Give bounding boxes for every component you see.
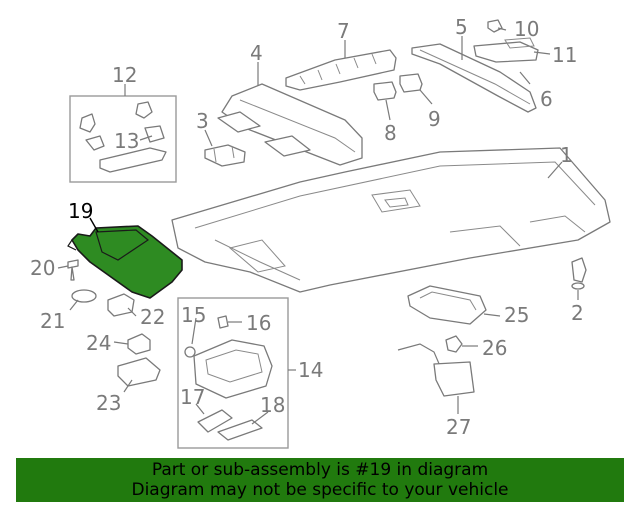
part-2-clip[interactable] [571, 257, 587, 290]
callout-labels: 1 2 3 4 5 6 7 8 9 10 11 12 13 14 15 16 1… [30, 15, 584, 439]
callout-19[interactable]: 19 [68, 199, 93, 223]
callout-1[interactable]: 1 [560, 143, 573, 167]
callout-27[interactable]: 27 [446, 415, 471, 439]
callout-23[interactable]: 23 [96, 391, 121, 415]
callout-20[interactable]: 20 [30, 256, 55, 280]
part-1-headliner[interactable] [171, 147, 611, 293]
callout-12[interactable]: 12 [112, 63, 137, 87]
part-24-lamp[interactable] [127, 333, 151, 355]
part-19-sun-visor[interactable] [67, 225, 183, 299]
part-27-harness[interactable] [397, 343, 475, 397]
part-12-assist-grip-box[interactable] [69, 95, 177, 183]
part-3-clip[interactable] [204, 144, 246, 167]
part-9-pad[interactable] [399, 73, 423, 93]
callout-6[interactable]: 6 [540, 87, 553, 111]
part-20-screw[interactable] [67, 259, 79, 281]
part-26-bulb[interactable] [445, 335, 463, 353]
part-4-roof-panel[interactable] [217, 83, 363, 166]
part-22-holder[interactable] [107, 293, 135, 317]
leader-lines [57, 27, 579, 425]
callout-26[interactable]: 26 [482, 336, 507, 360]
part-7-rail[interactable] [285, 49, 397, 91]
part-23-bracket[interactable] [117, 357, 161, 387]
parts-diagram: 1 2 3 4 5 6 7 8 9 10 11 12 13 14 15 16 1… [30, 15, 611, 449]
callout-7[interactable]: 7 [337, 19, 350, 43]
callout-2[interactable]: 2 [571, 301, 584, 325]
part-8-pad[interactable] [373, 81, 397, 101]
part-5-rail[interactable] [411, 43, 537, 113]
callout-11[interactable]: 11 [552, 43, 577, 67]
part-14-map-lamp-box[interactable] [177, 297, 289, 449]
part-25-dome-lamp[interactable] [407, 285, 487, 325]
part-11-bracket[interactable] [473, 37, 539, 63]
callout-14[interactable]: 14 [298, 358, 323, 382]
banner-line-1: Part or sub-assembly is #19 in diagram [151, 460, 489, 480]
callout-5[interactable]: 5 [455, 15, 468, 39]
callout-3[interactable]: 3 [196, 109, 209, 133]
callout-15[interactable]: 15 [181, 303, 206, 327]
callout-22[interactable]: 22 [140, 305, 165, 329]
callout-16[interactable]: 16 [246, 311, 271, 335]
banner-line-2: Diagram may not be specific to your vehi… [131, 480, 509, 500]
callout-21[interactable]: 21 [40, 309, 65, 333]
callout-25[interactable]: 25 [504, 303, 529, 327]
callout-9[interactable]: 9 [428, 107, 441, 131]
part-21-cover[interactable] [71, 289, 97, 303]
callout-4[interactable]: 4 [250, 41, 263, 65]
callout-17[interactable]: 17 [180, 385, 205, 409]
callout-10[interactable]: 10 [514, 17, 539, 41]
callout-18[interactable]: 18 [260, 393, 285, 417]
part-10-clip[interactable] [487, 19, 503, 33]
info-banner: Part or sub-assembly is #19 in diagram D… [16, 458, 624, 502]
callout-13[interactable]: 13 [114, 129, 139, 153]
callout-8[interactable]: 8 [384, 121, 397, 145]
callout-24[interactable]: 24 [86, 331, 111, 355]
